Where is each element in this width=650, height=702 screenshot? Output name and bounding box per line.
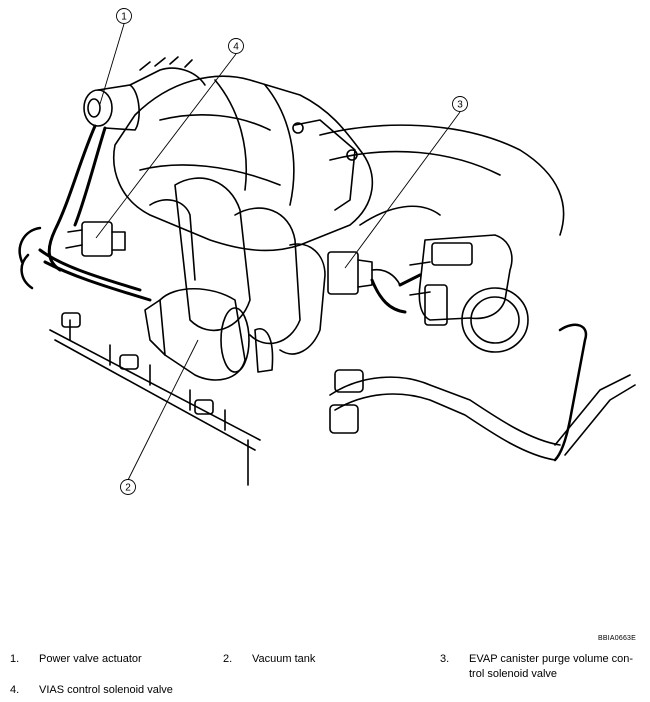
engine-intake-diagram: 1 4 3 2: [18, 8, 636, 495]
legend-number: 4.: [10, 684, 20, 696]
legend-item-3: 3. EVAP canister purge volume con-trol s…: [440, 652, 640, 684]
left-elbow-hose: [18, 226, 42, 290]
legend-text: EVAP canister purge volume con-trol sole…: [469, 653, 634, 680]
intake-runners: [149, 177, 326, 355]
callout-1: 1: [116, 8, 132, 24]
svg-text:4: 4: [233, 42, 239, 53]
callout-3: 3: [452, 96, 468, 112]
svg-text:3: 3: [457, 100, 463, 111]
vias-solenoid-valve: [65, 221, 126, 257]
evap-purge-solenoid: [327, 251, 401, 295]
purge-lines: [329, 323, 636, 462]
throttle-body: [409, 234, 529, 353]
leader-lines: [95, 23, 461, 481]
vacuum-tank: [144, 287, 250, 381]
mounting-bracket: [254, 119, 358, 373]
legend-number: 3.: [440, 653, 450, 665]
legend-text: VIAS control solenoid valve: [39, 684, 173, 696]
svg-text:2: 2: [125, 483, 131, 494]
callout-4: 4: [228, 38, 244, 54]
power-valve-actuator: [83, 56, 206, 131]
svg-text:1: 1: [121, 12, 127, 23]
legend-number: 1.: [10, 653, 20, 665]
callout-2: 2: [120, 479, 136, 495]
figure-code: BBIA0663E: [598, 635, 636, 642]
plenum: [319, 124, 565, 236]
legend-number: 2.: [223, 653, 233, 665]
legend-text: Vacuum tank: [252, 653, 316, 665]
fuel-rail: [49, 312, 261, 486]
vacuum-hoses: [38, 124, 422, 314]
legend-text: Power valve actuator: [39, 653, 142, 665]
intake-manifold: [113, 75, 374, 252]
